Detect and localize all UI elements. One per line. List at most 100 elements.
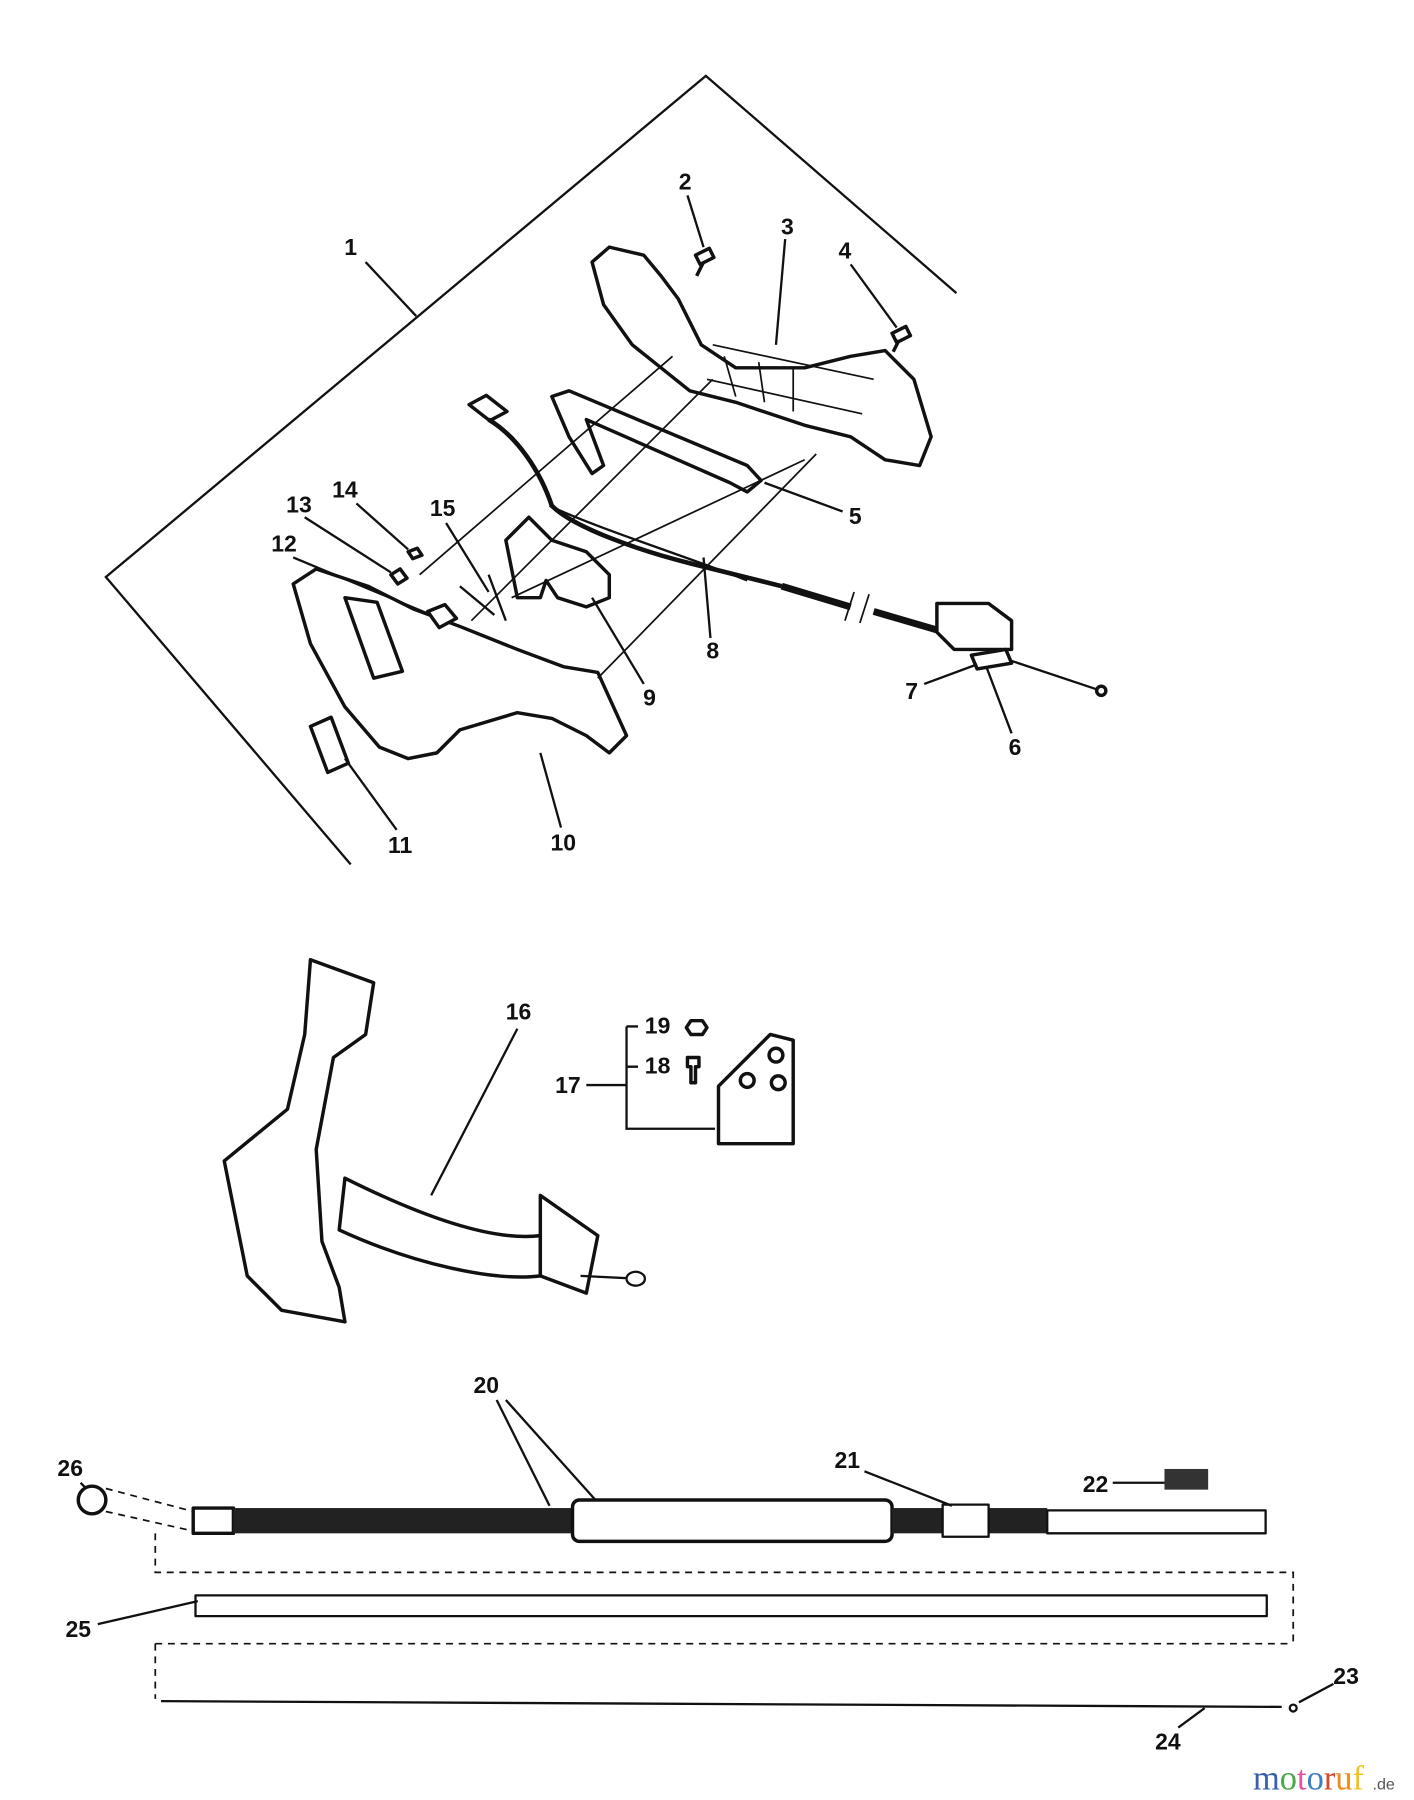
leader-8 <box>702 557 712 639</box>
logo-letter: u <box>1335 1760 1352 1798</box>
shaft-tube-dark <box>233 1508 573 1534</box>
label-7: 7 <box>905 678 918 704</box>
label-19: 19 <box>645 1012 671 1038</box>
projection-25 <box>154 1533 1295 1644</box>
part-9-trigger <box>504 515 612 609</box>
label-9: 9 <box>643 685 656 711</box>
part-8-connector <box>467 393 509 423</box>
part-14-pin <box>406 546 424 561</box>
label-20: 20 <box>474 1372 500 1398</box>
plate-hole-2 <box>738 1071 756 1090</box>
part-22-label <box>1164 1468 1209 1490</box>
label-13: 13 <box>286 492 312 518</box>
logo-letter: o <box>1307 1760 1324 1798</box>
label-22: 22 <box>1083 1471 1109 1497</box>
leader-14 <box>355 502 409 551</box>
part-24-cable <box>161 1700 1282 1709</box>
logo-letter: f <box>1353 1760 1365 1798</box>
plate-hole-3 <box>769 1074 787 1092</box>
leader-11 <box>344 757 398 831</box>
part-20-grip <box>570 1498 894 1544</box>
part-16-strap <box>222 958 376 1324</box>
leader-12 <box>292 556 432 617</box>
part-16-pad <box>337 1176 543 1279</box>
leader-7 <box>923 663 978 685</box>
part-13-spring <box>389 567 409 586</box>
part-8-cable-wire <box>549 504 748 582</box>
part-7-bracket <box>935 601 1014 652</box>
part-26-gear <box>76 1484 108 1516</box>
label-4: 4 <box>839 238 852 264</box>
cable-break-marks <box>844 591 870 624</box>
leader-26 <box>79 1481 88 1490</box>
label-26: 26 <box>57 1455 83 1481</box>
part-11-switch <box>308 715 351 775</box>
motoruf-logo: motoruf .de <box>1253 1760 1395 1798</box>
leader-4 <box>849 263 898 329</box>
leader-15 <box>445 522 490 593</box>
logo-letter: m <box>1253 1760 1280 1798</box>
leader-24 <box>1177 1707 1206 1729</box>
label-14: 14 <box>332 477 358 503</box>
leader-9 <box>591 597 645 685</box>
part-12-lock <box>425 602 459 630</box>
label-2: 2 <box>679 169 692 195</box>
part-10-grip-window <box>343 595 405 680</box>
label-8: 8 <box>706 638 719 664</box>
logo-letter: o <box>1280 1760 1297 1798</box>
label-23: 23 <box>1333 1663 1359 1689</box>
label-6: 6 <box>1009 734 1022 760</box>
label-17: 17 <box>555 1072 581 1098</box>
leader-1 <box>364 261 418 317</box>
assembly-bracket <box>104 74 958 866</box>
leader-21 <box>864 1470 953 1507</box>
part-4-screw <box>890 324 913 353</box>
part-15-spring <box>459 574 507 622</box>
part-5-trigger <box>550 389 763 494</box>
gear-projection <box>105 1487 194 1532</box>
leader-10 <box>539 752 563 828</box>
part-2-screw <box>693 246 716 277</box>
leader-20 <box>495 1399 597 1507</box>
part-18-bolt <box>685 1055 701 1085</box>
leader-5 <box>764 481 844 513</box>
part-8-spring-1 <box>780 582 852 611</box>
leader-2 <box>686 195 705 248</box>
shaft-end-cap <box>191 1506 236 1536</box>
leader-23 <box>1298 1682 1334 1704</box>
part-25-tube <box>194 1594 1268 1618</box>
part-23-end <box>1288 1703 1298 1713</box>
logo-suffix: .de <box>1373 1776 1395 1794</box>
leader-25 <box>97 1600 199 1626</box>
label-1: 1 <box>344 234 357 260</box>
part-16-hook <box>580 1270 646 1287</box>
logo-letter: r <box>1324 1760 1336 1798</box>
label-11: 11 <box>388 832 413 858</box>
part-3-ribs <box>706 343 874 415</box>
part-16-buckle <box>538 1193 600 1295</box>
part-21-clamp <box>941 1503 990 1538</box>
leader-17-bracket <box>586 1025 716 1130</box>
leader-3 <box>774 238 787 345</box>
shaft-tube-end <box>1046 1509 1267 1535</box>
plate-hole-1 <box>767 1046 785 1064</box>
label-24: 24 <box>1155 1728 1181 1754</box>
leader-6 <box>985 666 1013 734</box>
projection-24 <box>154 1642 1294 1699</box>
logo-text: motoruf <box>1253 1760 1365 1798</box>
label-21: 21 <box>834 1447 860 1473</box>
label-25: 25 <box>65 1616 91 1642</box>
label-18: 18 <box>645 1053 671 1079</box>
leader-13 <box>304 516 392 574</box>
label-3: 3 <box>781 213 794 239</box>
leader-16 <box>430 1028 519 1196</box>
label-5: 5 <box>849 503 862 529</box>
cable-end-nipple <box>1094 684 1108 698</box>
logo-letter: t <box>1297 1760 1307 1798</box>
label-10: 10 <box>551 830 577 856</box>
cable-end-wire <box>1011 659 1099 691</box>
part-6-clamp <box>969 647 1014 671</box>
assembly-guides <box>419 355 817 679</box>
